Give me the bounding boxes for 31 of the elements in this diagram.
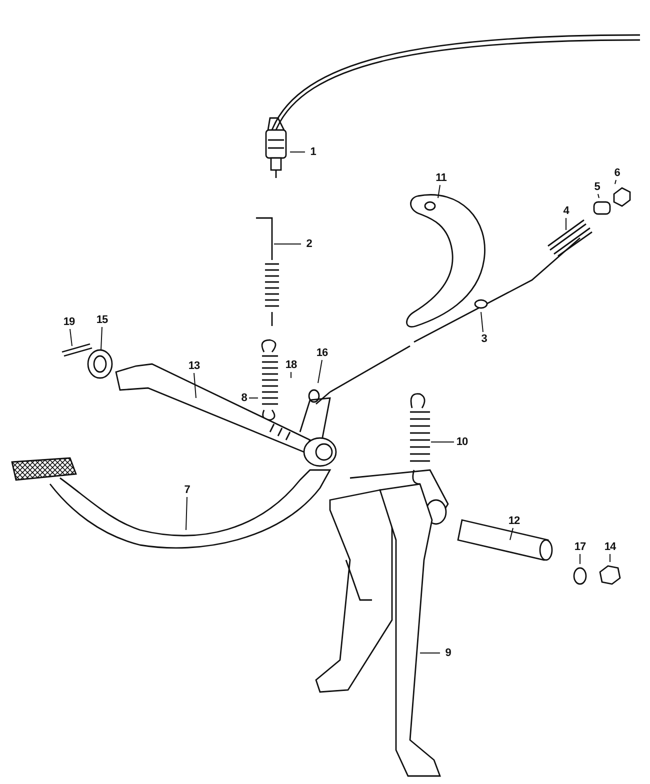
- callout-number: 14: [604, 541, 616, 553]
- leader-line: [420, 652, 440, 654]
- leader-line: [70, 328, 72, 346]
- leader-line: [290, 372, 292, 378]
- callout-number: 5: [594, 181, 600, 193]
- callout-number: 10: [456, 436, 468, 448]
- callout-number: 1: [310, 146, 316, 158]
- callout-number: 7: [184, 484, 190, 496]
- callout-number: 16: [316, 347, 328, 359]
- callout-number: 15: [96, 314, 108, 326]
- callout-number: 12: [508, 515, 520, 527]
- leader-line: [598, 194, 600, 198]
- leader-line: [614, 180, 616, 184]
- callout-number: 6: [614, 167, 620, 179]
- callout-number: 3: [481, 333, 487, 345]
- leader-line: [186, 496, 188, 530]
- callout-number: 17: [574, 541, 586, 553]
- callout-number: 9: [445, 647, 451, 659]
- leader-line: [318, 360, 322, 384]
- callout-number: 19: [63, 316, 75, 328]
- leader-line: [100, 326, 102, 350]
- callout-number: 8: [241, 392, 247, 404]
- callout-number: 18: [285, 359, 297, 371]
- callout-number: 11: [436, 172, 446, 184]
- callout-number: 4: [563, 205, 569, 217]
- leader-line: [480, 312, 484, 332]
- callout-number: 13: [188, 360, 200, 372]
- leader-line: [510, 528, 514, 540]
- leader-line: [194, 372, 196, 398]
- callout-number: 2: [306, 238, 312, 250]
- leader-line: [438, 184, 440, 198]
